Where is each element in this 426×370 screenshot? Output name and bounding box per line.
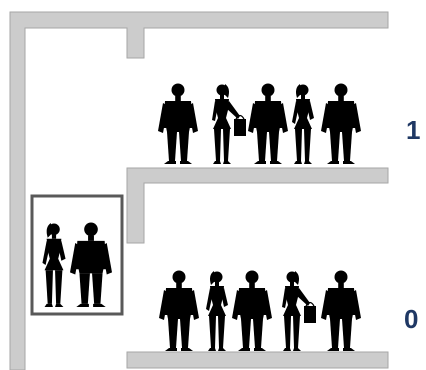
person-man-standing bbox=[321, 84, 361, 165]
person-man-standing bbox=[248, 84, 288, 165]
floor-0-people bbox=[159, 271, 361, 352]
floor-label-0: 0 bbox=[404, 306, 418, 332]
person-man-standing bbox=[321, 271, 361, 352]
person-woman-standing bbox=[292, 84, 314, 164]
floor-label-1: 1 bbox=[406, 117, 420, 143]
person-woman-shopping-bag bbox=[282, 271, 316, 351]
person-woman-shopping-bag bbox=[212, 84, 246, 164]
ground-floor-slab bbox=[127, 352, 388, 368]
upper-floor-slab bbox=[127, 168, 388, 243]
person-man-standing bbox=[159, 271, 199, 352]
person-man-standing bbox=[158, 84, 198, 165]
person-woman-standing bbox=[206, 271, 228, 351]
person-man-standing bbox=[232, 271, 272, 352]
floor-1-people bbox=[158, 84, 361, 165]
